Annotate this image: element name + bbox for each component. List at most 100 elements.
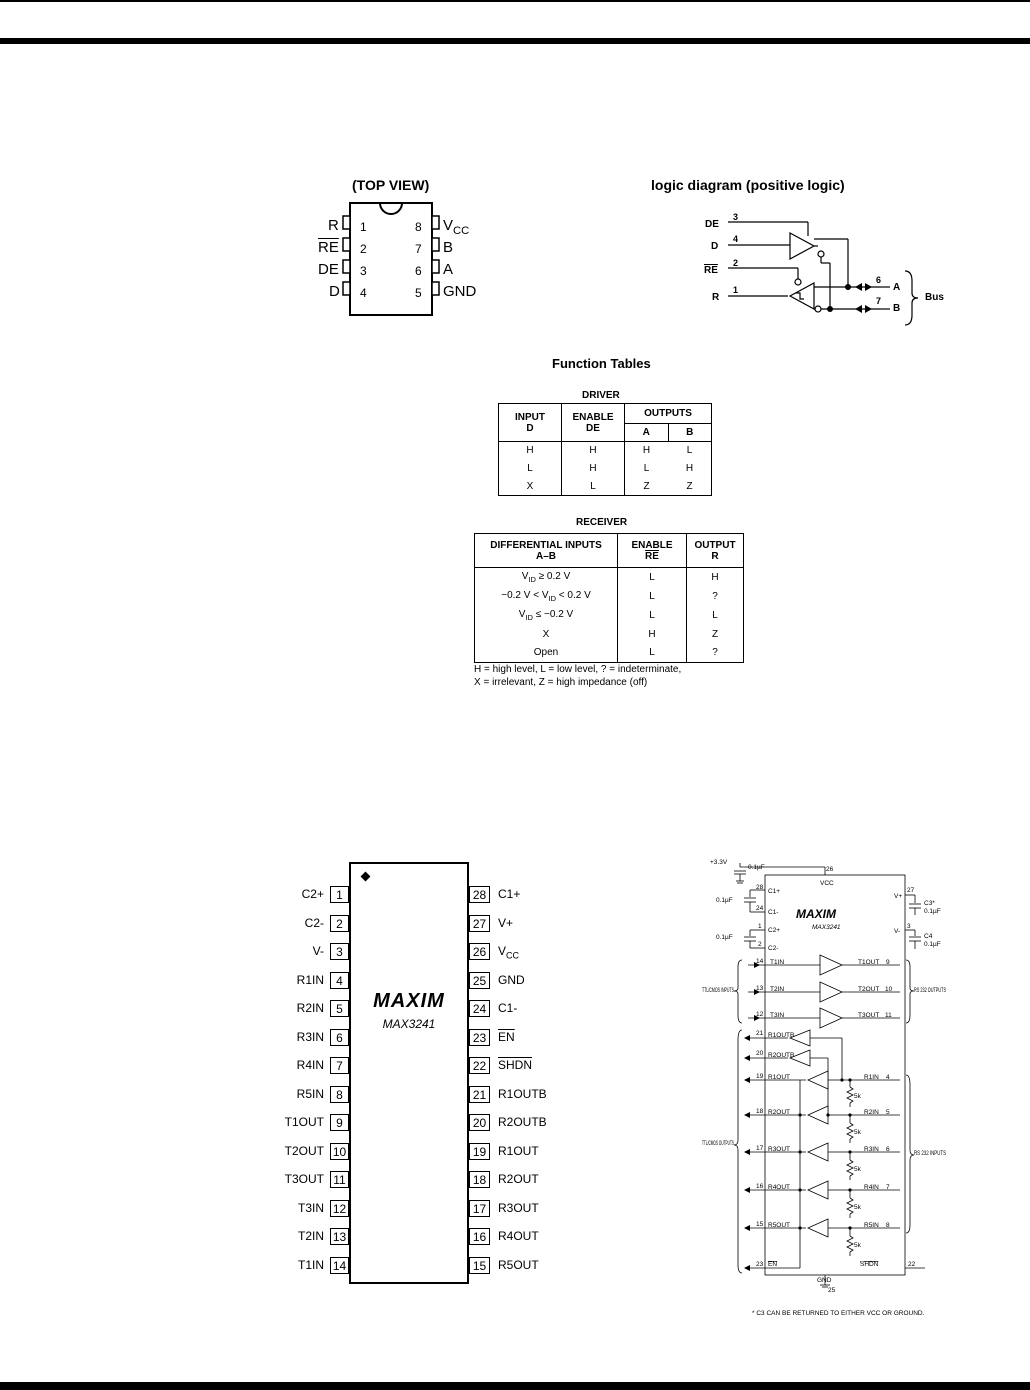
dip8-pin-num-2: 2 bbox=[360, 242, 367, 256]
maxim-logo: MAXIM bbox=[373, 990, 445, 1012]
dip28-pin-label: T1OUT bbox=[284, 1115, 324, 1129]
dip28-pin-label: C1- bbox=[498, 1001, 518, 1015]
label-gnd: GND bbox=[817, 1277, 832, 1284]
label-r1in: R1IN bbox=[864, 1074, 879, 1081]
dip8-pin-label-re: RE bbox=[318, 239, 339, 256]
label-t3in: T3IN bbox=[770, 1012, 784, 1019]
dip28-pin-label: V+ bbox=[498, 915, 514, 930]
dip28-pin-num: 19 bbox=[469, 1142, 490, 1160]
dip8-pin-num-3: 3 bbox=[360, 264, 367, 278]
table-row: X L Z Z bbox=[498, 477, 712, 496]
dip28-pin-label: T2IN bbox=[297, 1229, 324, 1243]
dip8-pin-label-gnd: GND bbox=[443, 283, 477, 300]
label-pin3: 3 bbox=[907, 923, 911, 930]
label-pin13: 13 bbox=[756, 985, 764, 992]
label-pin27: 27 bbox=[907, 887, 915, 894]
dip28-pin-num: 6 bbox=[330, 1028, 349, 1046]
dip28-pin-label: SHDN bbox=[498, 1058, 533, 1072]
dip28-pin-label: T3IN bbox=[297, 1200, 324, 1215]
receiver-caption: RECEIVER bbox=[576, 517, 628, 528]
driver-h-b: B bbox=[667, 423, 712, 442]
dip28-pin-num: 7 bbox=[330, 1057, 349, 1074]
dip8-pin-label-d: D bbox=[329, 283, 340, 300]
label-en: EN bbox=[768, 1261, 777, 1268]
table-row: VID ≤ −0.2 V L L bbox=[474, 605, 744, 625]
logic-label-de: DE bbox=[705, 219, 719, 230]
label-cap-supply: 0.1µF bbox=[748, 864, 765, 871]
label-res-3: 5k bbox=[854, 1166, 862, 1173]
dip28-part-label: MAX3241 bbox=[382, 1017, 436, 1031]
dip28-pin-num: 28 bbox=[469, 886, 490, 903]
dip28-pin-label: R5IN bbox=[296, 1086, 324, 1101]
label-c1m: C1- bbox=[768, 909, 778, 916]
dip28-pin-num: 5 bbox=[330, 1000, 349, 1017]
label-pin23: 23 bbox=[756, 1261, 764, 1268]
dip28-pin-num: 18 bbox=[469, 1171, 490, 1188]
label-r5out: R5OUT bbox=[768, 1222, 790, 1229]
max3241-app-circuit: +3.3V 0.1µF 26 VCC 0.1µF 0.1µF 28 24 1 2… bbox=[702, 859, 946, 1317]
label-res-1: 5k bbox=[854, 1093, 862, 1100]
dip28-pin-label: T2OUT bbox=[284, 1143, 324, 1158]
label-cap-c4: 0.1µF bbox=[924, 941, 941, 948]
driver-h-outputs: OUTPUTS bbox=[624, 403, 712, 424]
logic-label-d: D bbox=[711, 241, 719, 252]
dip28-pin-label: C2- bbox=[304, 915, 324, 930]
dip28-pin-label: GND bbox=[498, 972, 525, 987]
label-pin21: 21 bbox=[756, 1030, 764, 1037]
dip28-pin-label: R1IN bbox=[296, 972, 324, 987]
label-pin26: 26 bbox=[826, 866, 834, 873]
dip8-outline bbox=[342, 202, 440, 316]
label-pin1: 1 bbox=[758, 923, 762, 930]
label-ttl-inputs: TTL/CMOS INPUTS bbox=[702, 987, 734, 994]
dip28-pin-num: 14 bbox=[330, 1256, 349, 1274]
label-r2outb: R2OUTB bbox=[768, 1052, 794, 1059]
dip8-pin-num-6: 6 bbox=[415, 264, 422, 278]
label-pin8: 8 bbox=[886, 1222, 890, 1229]
label-pin17: 17 bbox=[756, 1145, 764, 1152]
logic-label-b: B bbox=[893, 303, 901, 314]
dip8-pin-num-1: 1 bbox=[360, 220, 367, 234]
label-res-4: 5k bbox=[854, 1204, 862, 1211]
label-r4out: R4OUT bbox=[768, 1184, 790, 1191]
table-row: L H L H bbox=[498, 459, 712, 478]
label-pin15: 15 bbox=[756, 1221, 764, 1228]
dip28-pin-num: 4 bbox=[330, 971, 349, 989]
label-pin4: 4 bbox=[886, 1074, 890, 1081]
app-maxim-logo: MAXIM bbox=[796, 907, 837, 921]
label-pin9: 9 bbox=[886, 959, 890, 966]
label-cap-c2: 0.1µF bbox=[716, 934, 733, 941]
label-pin28: 28 bbox=[756, 884, 764, 891]
dip28-pin-label: R1OUT bbox=[498, 1143, 539, 1158]
label-pin16: 16 bbox=[756, 1183, 764, 1190]
label-pin5: 5 bbox=[886, 1109, 890, 1116]
label-footnote: * C3 CAN BE RETURNED TO EITHER VCC OR GR… bbox=[752, 1310, 925, 1317]
logic-pin-3: 3 bbox=[733, 212, 739, 222]
label-pin6: 6 bbox=[886, 1146, 890, 1153]
label-r1out: R1OUT bbox=[768, 1074, 790, 1081]
dip28-pin-label: T1IN bbox=[297, 1257, 324, 1272]
dip28-pin-label: R2IN bbox=[296, 1001, 324, 1015]
logic-pin-7: 7 bbox=[876, 296, 882, 306]
label-pin10: 10 bbox=[885, 986, 893, 993]
dip8-pin-label-de: DE bbox=[318, 261, 339, 278]
dip8-pin-num-8: 8 bbox=[415, 220, 422, 234]
dip28-pin-label: R4IN bbox=[296, 1058, 324, 1072]
dip8-title: (TOP VIEW) bbox=[352, 177, 430, 193]
label-pin20: 20 bbox=[756, 1050, 764, 1057]
dip28-pin-num: 17 bbox=[469, 1199, 490, 1217]
label-r2in: R2IN bbox=[864, 1109, 879, 1116]
footer-rule bbox=[0, 1382, 1030, 1390]
dip28-pin-num: 10 bbox=[330, 1142, 349, 1160]
dip28-pin-label: C1+ bbox=[498, 887, 521, 901]
dip28-pin-num: 13 bbox=[330, 1228, 349, 1245]
header-rule-thin bbox=[0, 0, 1030, 2]
dip28-pin-num: 25 bbox=[469, 971, 490, 989]
label-supply: +3.3V bbox=[710, 859, 728, 866]
dip28-pin-label: R3OUT bbox=[498, 1200, 539, 1215]
dip8-pin-label-vcc: VCC bbox=[443, 217, 470, 237]
label-pin24: 24 bbox=[756, 905, 764, 912]
